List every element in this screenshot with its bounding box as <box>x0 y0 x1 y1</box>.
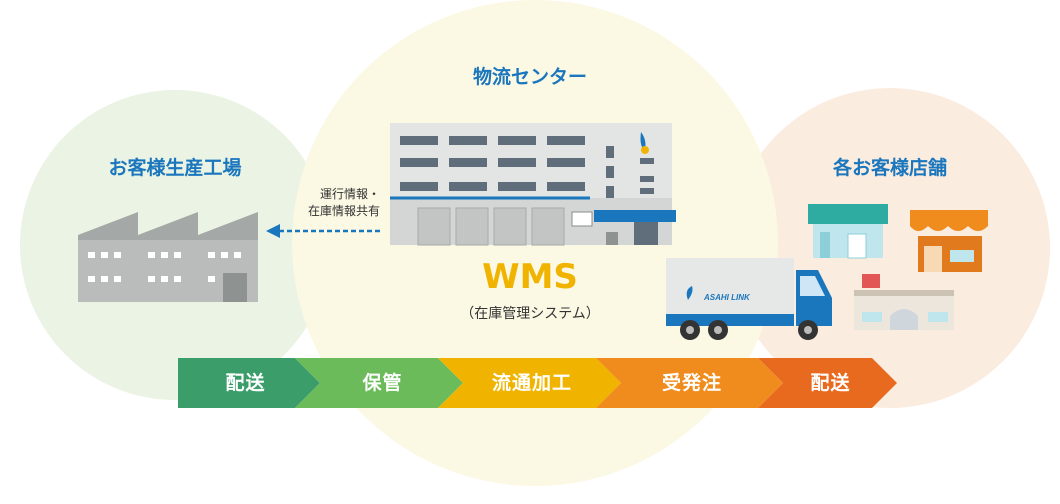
wms-subtitle: （在庫管理システム） <box>460 306 600 322</box>
truck-icon <box>666 258 832 340</box>
store-icon-supermarket <box>854 274 954 330</box>
stores-circle <box>730 88 1050 408</box>
center-title: 物流センター <box>472 66 587 88</box>
info-sharing-note: 運行情報・ 在庫情報共有 <box>270 186 380 220</box>
wms-title: WMS <box>482 257 578 297</box>
store-icon-cyan <box>808 204 888 259</box>
truck-logo-text: ASAHI LINK <box>703 293 751 302</box>
flow-step-delivery-2: 配送 <box>810 372 851 394</box>
flow-step-ordering: 受発注 <box>661 372 722 394</box>
factory-icon <box>78 212 258 302</box>
flow-step-processing: 流通加工 <box>491 372 572 394</box>
flow-step-delivery-1: 配送 <box>225 372 266 394</box>
store-icon-orange <box>910 210 988 272</box>
flow-step-storage: 保管 <box>362 372 403 394</box>
factory-title: お客様生産工場 <box>108 157 242 179</box>
flow-arrows <box>178 358 897 408</box>
info-note-line1: 運行情報・ <box>319 187 380 201</box>
info-sharing-arrow <box>266 224 380 238</box>
stores-title: 各お客様店舗 <box>832 157 947 179</box>
info-note-line2: 在庫情報共有 <box>307 204 380 218</box>
warehouse-icon <box>390 123 676 246</box>
